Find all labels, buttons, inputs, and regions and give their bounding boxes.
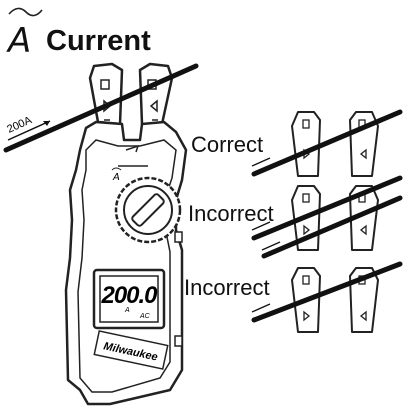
label-incorrect-2: Incorrect [184,275,270,300]
display-value: 200.0 [100,282,158,309]
wire-label: 200A [5,114,34,136]
display-mode: AC [139,313,151,320]
lcd-display [92,268,166,330]
page-title: Current [46,25,151,57]
wire-incorrect-b [261,195,403,259]
main-wire [3,63,199,153]
label-correct: Correct [191,132,264,157]
tilde-icon [8,7,43,17]
label-incorrect-1: Incorrect [188,201,274,226]
ac-symbol: A [8,21,32,61]
display-unit: A [124,307,130,314]
selector-dial [114,176,182,244]
current-arrow [7,120,51,141]
dial-a-label: A [112,172,120,183]
wire-incorrect-single [251,261,403,323]
arrow-head-icon [43,121,50,126]
wire-correct [251,109,403,177]
wire-incorrect-a [251,175,403,241]
